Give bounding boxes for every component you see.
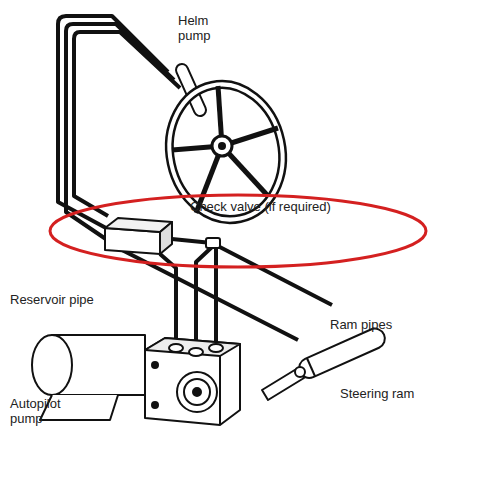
tee-fitting [206, 238, 220, 248]
pump-pipes [214, 248, 218, 350]
steering-ram [262, 368, 304, 400]
part-label: Check valve (if required) [190, 199, 331, 214]
part-label: Helm pump [178, 13, 224, 43]
helm-wheel [218, 142, 226, 150]
part-label: Reservoir pipe [10, 292, 94, 307]
autopilot-pump [152, 362, 158, 368]
autopilot-pump [219, 356, 221, 425]
autopilot-pump [177, 372, 217, 412]
helm-wheel [212, 136, 232, 156]
steering-ram [307, 358, 315, 376]
check-valve-box [160, 222, 172, 254]
check-valve: Check valve (if required) [105, 218, 172, 254]
steering-ram [296, 325, 388, 381]
ram-pipe [162, 238, 332, 305]
autopilot-pump [145, 338, 240, 425]
helm-pipes [74, 32, 180, 216]
part-label: Ram pipes [330, 317, 392, 332]
ram-pipe [162, 238, 332, 305]
highlight-ellipse [50, 195, 426, 267]
autopilot-pump [145, 338, 240, 356]
autopilot-pump [152, 402, 158, 408]
autopilot-pump [32, 335, 72, 395]
autopilot-pump [32, 335, 240, 425]
autopilot-pump [189, 348, 203, 356]
pump-pipes [160, 254, 176, 350]
autopilot-pump [209, 344, 223, 352]
steering-ram [295, 367, 305, 377]
autopilot-pump [169, 344, 183, 352]
autopilot-pump [193, 388, 201, 396]
tee-fitting [206, 238, 220, 248]
check-valve-box [105, 218, 172, 254]
pump-pipes [196, 247, 212, 354]
autopilot-pump [184, 379, 210, 405]
helm-pipes [66, 24, 298, 340]
part-label: Autopilot pump [10, 396, 72, 426]
steering-ram [296, 325, 388, 381]
part-label: Steering ram [340, 386, 414, 401]
highlight-ellipse [50, 195, 426, 267]
